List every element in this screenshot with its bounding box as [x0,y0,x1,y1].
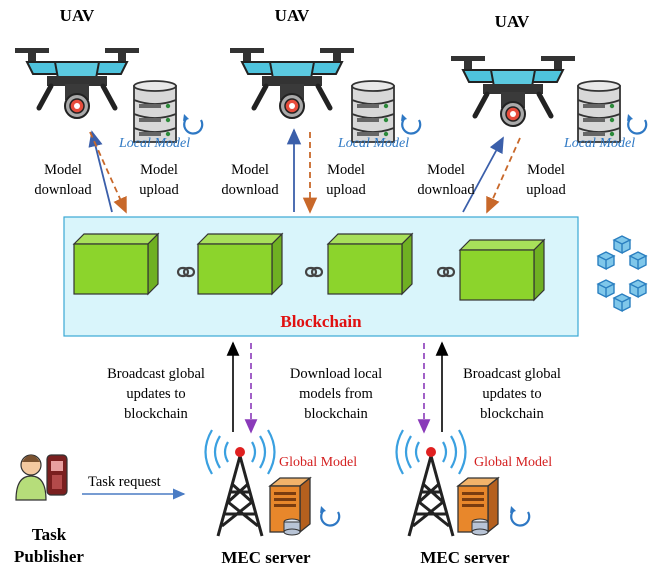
server-icon-1 [269,477,311,536]
uav-arrows [88,128,521,214]
global-model-label-2: Global Model [474,455,553,470]
drone-icon-3 [451,56,575,126]
refresh-icon-4 [318,504,341,527]
local-model-label-2: Local Model [338,136,410,151]
network-cubes-icon [596,235,648,313]
tower-icon-1 [204,428,276,538]
database-icon-3 [577,80,621,143]
mec-server-title-1: MEC server [221,548,311,567]
server-icon-2 [457,477,499,536]
global-model-label-1: Global Model [279,455,358,470]
local-model-label-3: Local Model [564,136,636,151]
uav-title-2: UAV [274,6,310,25]
local-model-label-1: Local Model [119,136,191,151]
person-phone-icon [15,454,68,501]
mec-arrows [226,341,449,434]
blockchain-title: Blockchain [280,312,362,331]
uav-title-1: UAV [59,6,95,25]
refresh-icon-1 [181,112,204,135]
mec-server-title-2: MEC server [420,548,510,567]
uav-title-3: UAV [494,12,530,31]
database-icon-1 [133,80,177,143]
tower-icon-2 [395,428,467,538]
refresh-icon-5 [508,504,531,527]
drone-icon-1 [15,48,139,118]
refresh-icon-2 [399,112,422,135]
task-request-label: Task request [88,474,161,490]
database-icon-2 [351,80,395,143]
refresh-icon-3 [625,112,648,135]
drone-icon-2 [230,48,354,118]
